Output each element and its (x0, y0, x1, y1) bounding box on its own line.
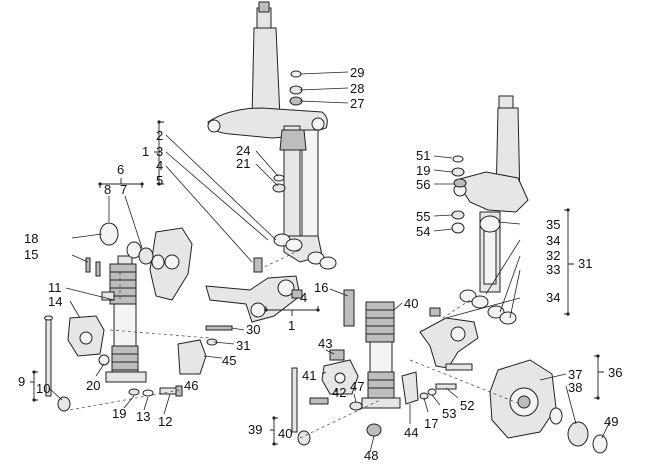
callout-43: 42 (332, 385, 346, 400)
callout-17: 17 (424, 416, 438, 431)
axle-bolt-left (44, 315, 71, 412)
callout-32: 32 (546, 248, 560, 263)
bracket-47 (177, 325, 233, 375)
callout-41: 40 (404, 296, 418, 311)
callout-3: 3 (156, 144, 163, 159)
callout-24: 21 (236, 156, 250, 171)
callout-46: 45 (222, 353, 236, 368)
callout-labels: 29 28 27 1 2 3 4 5 24 21 6 8 7 18 15 11 … (18, 65, 622, 463)
callout-19: 19 (416, 163, 430, 178)
small-parts-lower-left (128, 385, 183, 397)
callout-53: 53 (442, 406, 456, 421)
callout-2: 2 (156, 128, 163, 143)
callout-25: 24 (236, 143, 250, 158)
callout-34-bottom: 34 (546, 290, 560, 305)
callout-54: 54 (416, 224, 430, 239)
callout-34-top: 34 (546, 233, 560, 248)
callout-28: 29 (350, 65, 364, 80)
hub-carrier-left (99, 222, 193, 301)
callout-40: 40 (278, 426, 292, 441)
callout-13: 13 (136, 409, 150, 424)
callout-36: 36 (608, 365, 622, 380)
wheel-hub-right (489, 359, 608, 454)
callout-33: 33 (546, 262, 560, 277)
callout-44: 43 (318, 336, 332, 351)
group-brackets (30, 120, 604, 446)
callout-15: 15 (24, 247, 38, 262)
callout-49: 48 (364, 448, 378, 463)
callout-10: 10 (36, 381, 50, 396)
callout-8: 8 (104, 182, 111, 197)
callout-52: 52 (460, 398, 474, 413)
callout-16: 16 (314, 280, 328, 295)
callout-1-top: 1 (142, 144, 149, 159)
callout-56: 56 (416, 177, 430, 192)
brake-caliper-right (321, 349, 359, 395)
callout-38: 38 (568, 380, 582, 395)
callout-11: 11 (48, 280, 62, 295)
callout-55: 55 (416, 209, 430, 224)
callout-4-bottom: 4 (300, 290, 307, 305)
callout-50: 49 (604, 414, 618, 429)
swing-arm-right (419, 307, 479, 371)
callout-37: 37 (568, 367, 582, 382)
callout-14: 14 (48, 294, 62, 309)
callout-12: 12 (158, 414, 172, 429)
callout-30: 31 (236, 338, 250, 353)
shock-absorber-left (98, 255, 147, 383)
callout-42: 41 (302, 368, 316, 383)
callout-1-bottom: 1 (288, 318, 295, 333)
shock-absorber-right (343, 289, 401, 409)
callout-9: 9 (18, 374, 25, 389)
steering-column-right (453, 95, 529, 293)
leader-lines (49, 71, 611, 453)
washer-stack-upper (289, 70, 303, 106)
brake-caliper-left (67, 315, 105, 357)
steering-column-left (207, 1, 328, 263)
callout-48: 47 (350, 379, 364, 394)
callout-6: 6 (117, 162, 124, 177)
callout-27: 28 (350, 81, 364, 96)
callout-39: 39 (248, 422, 262, 437)
screws-15 (85, 257, 115, 301)
callout-5: 5 (156, 173, 163, 188)
callout-26: 27 (350, 96, 364, 111)
callout-7: 7 (120, 182, 127, 197)
callout-31: 31 (578, 256, 592, 271)
callout-29: 30 (246, 322, 260, 337)
callout-45: 44 (404, 425, 418, 440)
callout-35: 35 (546, 217, 560, 232)
callout-51: 51 (416, 148, 430, 163)
bearing-rings-right (459, 289, 517, 325)
washer-stack-right (451, 155, 467, 234)
callout-47: 46 (184, 378, 198, 393)
washer-pair-24-25 (272, 174, 286, 193)
bearing-rings-left (273, 233, 337, 270)
callout-20: 19 (112, 406, 126, 421)
callout-18: 18 (24, 231, 38, 246)
callout-21: 20 (86, 378, 100, 393)
assembly-guidelines (69, 249, 521, 439)
swing-arm-left (205, 257, 303, 323)
callout-4-top: 4 (156, 158, 163, 173)
